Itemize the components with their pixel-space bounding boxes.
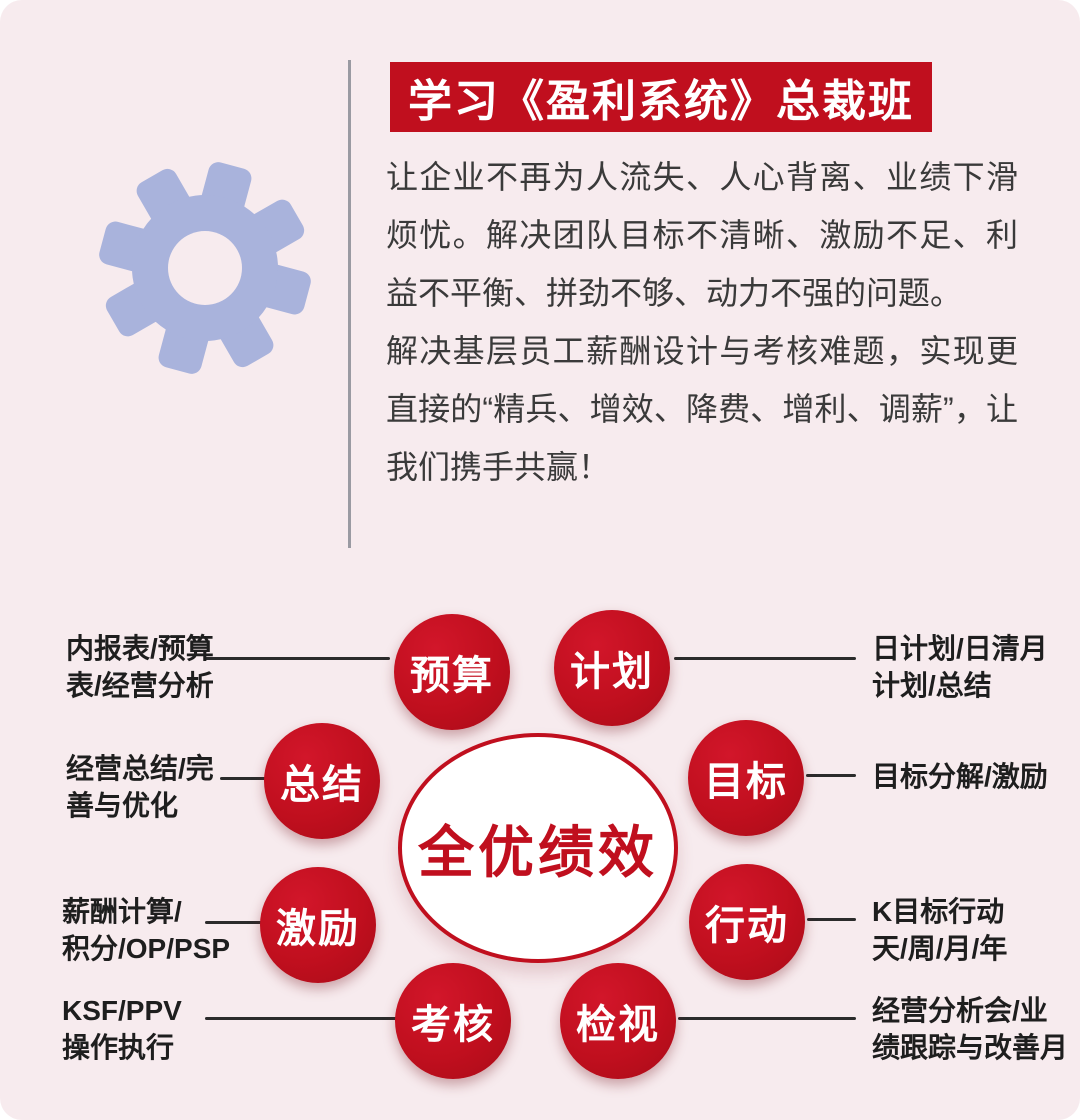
- node-target: 目标: [688, 720, 804, 836]
- node-plan: 计划: [554, 610, 670, 726]
- page-title: 学习《盈利系统》总裁班: [390, 62, 932, 132]
- connector-line-review: [678, 1017, 856, 1020]
- intro-paragraph-1: 让企业不再为人流失、人心背离、业绩下滑烦忧。解决团队目标不清晰、激励不足、利益不…: [386, 159, 1018, 311]
- node-action: 行动: [689, 864, 805, 980]
- node-summary: 总结: [264, 723, 380, 839]
- intro-text: 让企业不再为人流失、人心背离、业绩下滑烦忧。解决团队目标不清晰、激励不足、利益不…: [386, 148, 1018, 496]
- node-budget: 预算: [394, 614, 510, 730]
- vertical-divider: [348, 60, 351, 548]
- connector-line-plan: [674, 657, 856, 660]
- annotation-target: 目标分解/激励: [872, 761, 1048, 792]
- node-assessment: 考核: [395, 963, 511, 1079]
- annotation-budget: 内报表/预算 表/经营分析: [66, 633, 214, 701]
- gear-icon: [99, 162, 311, 374]
- node-review-label: 检视: [576, 1003, 660, 1047]
- connector-line-target: [806, 774, 856, 777]
- diagram-center-label: 全优绩效: [418, 820, 658, 884]
- annotation-assessment: KSF/PPV 操作执行: [62, 995, 182, 1063]
- connector-line-budget: [205, 657, 390, 660]
- connector-line-incentive: [205, 921, 262, 924]
- connector-line-assessment: [205, 1017, 397, 1020]
- node-review: 检视: [560, 963, 676, 1079]
- connector-line-summary: [220, 777, 266, 780]
- node-incentive-label: 激励: [276, 907, 360, 951]
- node-assessment-label: 考核: [411, 1003, 495, 1047]
- node-target-label: 目标: [704, 760, 788, 804]
- node-incentive: 激励: [260, 867, 376, 983]
- node-plan-label: 计划: [570, 650, 654, 694]
- annotation-action: K目标行动 天/周/月/年: [872, 896, 1008, 964]
- node-action-label: 行动: [705, 904, 789, 948]
- annotation-summary: 经营总结/完 善与优化: [66, 753, 214, 821]
- connector-line-action: [807, 918, 856, 921]
- node-summary-label: 总结: [280, 763, 364, 807]
- intro-paragraph-2: 解决基层员工薪酬设计与考核难题，实现更直接的“精兵、增效、降费、增利、调薪”，让…: [386, 333, 1018, 485]
- annotation-incentive: 薪酬计算/ 积分/OP/PSP: [62, 896, 231, 964]
- diagram-center: 全优绩效: [398, 733, 678, 963]
- annotation-plan: 日计划/日清月 计划/总结: [872, 633, 1048, 701]
- annotation-review: 经营分析会/业 绩跟踪与改善月: [872, 995, 1069, 1063]
- node-budget-label: 预算: [410, 654, 494, 698]
